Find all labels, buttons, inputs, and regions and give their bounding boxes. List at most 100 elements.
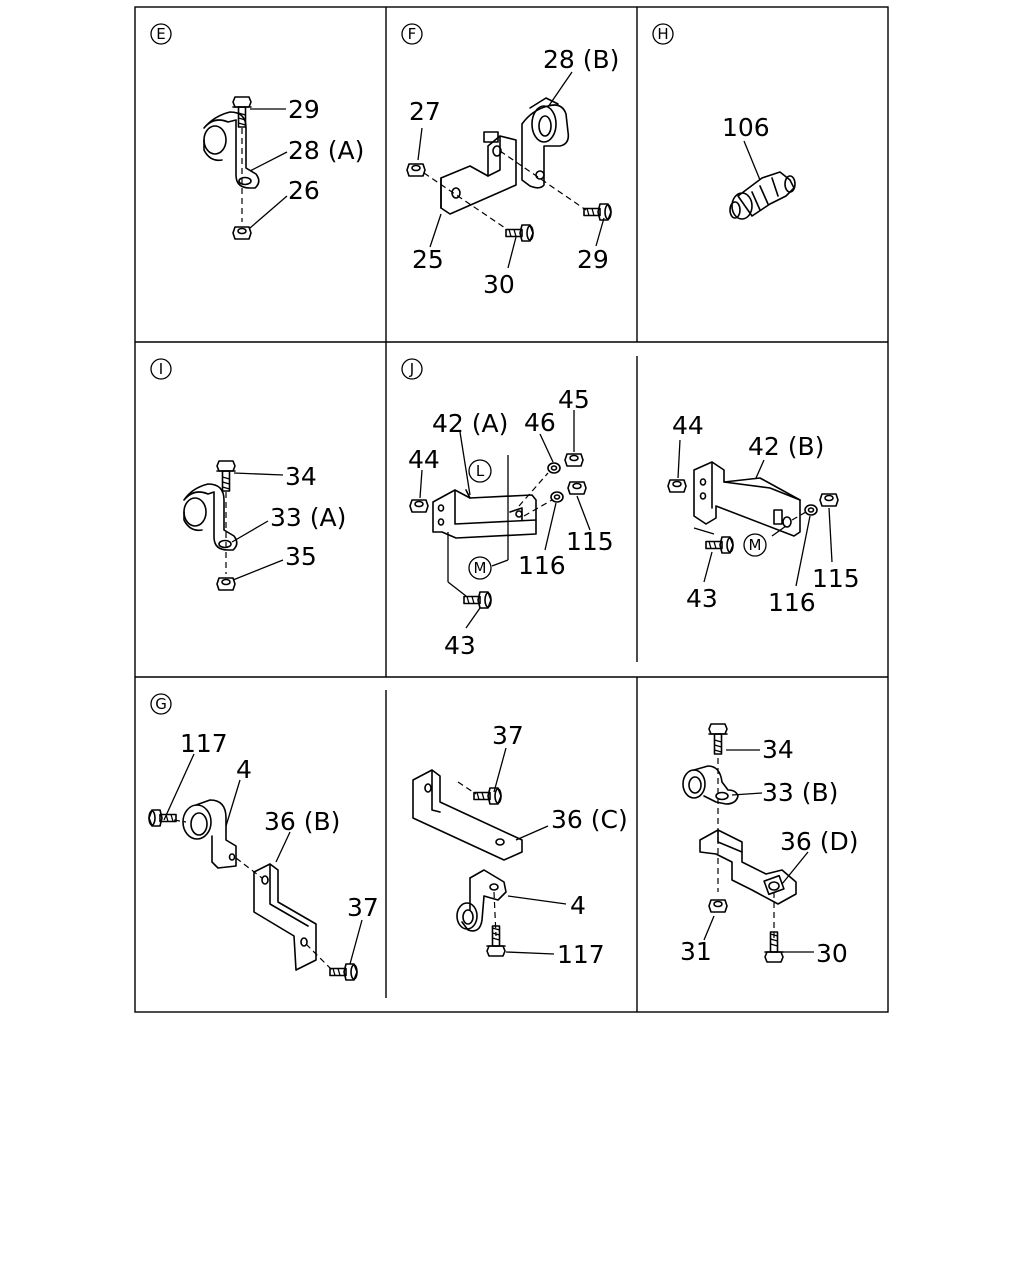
label-115-j2: 115 bbox=[812, 564, 860, 593]
svg-text:L: L bbox=[476, 462, 485, 480]
bracket-36d bbox=[699, 829, 797, 905]
panel-marker-f: F bbox=[401, 23, 423, 45]
clip-4-g2 bbox=[456, 869, 507, 932]
bracket-25 bbox=[440, 131, 517, 215]
label-26: 26 bbox=[288, 176, 320, 205]
ref-marker-m2: M bbox=[743, 533, 767, 557]
label-44-j: 44 bbox=[408, 445, 440, 474]
nut-31 bbox=[708, 899, 728, 913]
washer-116-j2 bbox=[804, 504, 818, 516]
label-117-g2: 117 bbox=[557, 940, 605, 969]
ref-marker-l: L bbox=[468, 459, 492, 483]
panel-g: G 117 4 36 (B) 37 bbox=[148, 693, 379, 981]
label-34-g3: 34 bbox=[762, 735, 794, 764]
fitting-106 bbox=[729, 171, 796, 220]
bolt-30 bbox=[505, 224, 534, 242]
label-45: 45 bbox=[558, 385, 590, 414]
nut-115-j bbox=[567, 481, 587, 495]
label-117-g: 117 bbox=[180, 729, 228, 758]
label-37-g2: 37 bbox=[492, 721, 524, 750]
bolt-43-j2 bbox=[705, 536, 734, 554]
label-34: 34 bbox=[285, 462, 317, 491]
panel-j: J L M bbox=[401, 358, 614, 660]
washer-116-j bbox=[550, 491, 564, 503]
label-4-g2: 4 bbox=[570, 891, 586, 920]
nut-44-j bbox=[409, 499, 429, 513]
label-33a: 33 (A) bbox=[270, 503, 346, 532]
label-29: 29 bbox=[288, 95, 320, 124]
svg-text:G: G bbox=[155, 695, 167, 713]
nut-35 bbox=[216, 577, 236, 591]
svg-text:M: M bbox=[749, 536, 762, 554]
washer-46 bbox=[547, 462, 561, 474]
bolt-34 bbox=[216, 460, 236, 492]
panel-j2: M 44 42 (B) 43 116 115 bbox=[667, 411, 860, 617]
label-33b: 33 (B) bbox=[762, 778, 838, 807]
panel-f: F 27 28 (B) 25 30 29 bbox=[401, 23, 619, 299]
label-29-f: 29 bbox=[577, 245, 609, 274]
panel-e: E 29 28 (A) 26 bbox=[150, 23, 364, 240]
label-36b: 36 (B) bbox=[264, 807, 340, 836]
panel-marker-j: J bbox=[401, 358, 423, 380]
svg-text:I: I bbox=[159, 360, 163, 378]
label-30: 30 bbox=[483, 270, 515, 299]
bracket-42b bbox=[693, 461, 801, 537]
bracket-36b bbox=[253, 863, 317, 971]
label-28a: 28 (A) bbox=[288, 136, 364, 165]
bolt-34-g3 bbox=[708, 723, 728, 755]
svg-text:M: M bbox=[474, 559, 487, 577]
clip-28b bbox=[521, 97, 570, 189]
label-115-j: 115 bbox=[566, 527, 614, 556]
panel-marker-i: I bbox=[150, 358, 172, 380]
panel-grid bbox=[134, 6, 889, 1013]
label-36d: 36 (D) bbox=[780, 827, 859, 856]
panel-i: I 34 33 (A) 35 bbox=[150, 358, 346, 591]
bolt-43-j bbox=[463, 591, 492, 609]
bolt-117-g bbox=[148, 809, 177, 827]
label-43-j2: 43 bbox=[686, 584, 718, 613]
bolt-37-g2 bbox=[473, 787, 502, 805]
label-116-j: 116 bbox=[518, 551, 566, 580]
label-106: 106 bbox=[722, 113, 770, 142]
ref-marker-m: M bbox=[468, 556, 492, 580]
label-30-g3: 30 bbox=[816, 939, 848, 968]
svg-text:F: F bbox=[408, 25, 417, 43]
label-46: 46 bbox=[524, 408, 556, 437]
panel-g2: 37 36 (C) 4 117 bbox=[412, 721, 628, 969]
label-4-g: 4 bbox=[236, 755, 252, 784]
clip-33a bbox=[183, 483, 238, 551]
label-37-g: 37 bbox=[347, 893, 379, 922]
clip-28a bbox=[203, 111, 260, 189]
bracket-42a bbox=[432, 489, 537, 539]
label-116-j2: 116 bbox=[768, 588, 816, 617]
bolt-117-g2 bbox=[486, 925, 506, 957]
bolt-37-g bbox=[329, 963, 358, 981]
label-27: 27 bbox=[409, 97, 441, 126]
label-42a: 42 (A) bbox=[432, 409, 508, 438]
nut-26 bbox=[232, 226, 252, 240]
label-43-j: 43 bbox=[444, 631, 476, 660]
panel-marker-e: E bbox=[150, 23, 172, 45]
clip-33b bbox=[682, 765, 739, 805]
nut-27 bbox=[406, 163, 426, 177]
bracket-36c bbox=[412, 769, 523, 861]
nut-45 bbox=[564, 453, 584, 467]
label-25: 25 bbox=[412, 245, 444, 274]
label-44-j2: 44 bbox=[672, 411, 704, 440]
panel-h: H 106 bbox=[652, 23, 796, 220]
label-28b: 28 (B) bbox=[543, 45, 619, 74]
svg-text:E: E bbox=[156, 25, 165, 43]
nut-44-j2 bbox=[667, 479, 687, 493]
panel-g3: 34 33 (B) 36 (D) 31 30 bbox=[680, 723, 859, 968]
label-35: 35 bbox=[285, 542, 317, 571]
nut-115-j2 bbox=[819, 493, 839, 507]
panel-marker-h: H bbox=[652, 23, 674, 45]
label-42b: 42 (B) bbox=[748, 432, 824, 461]
label-31: 31 bbox=[680, 937, 712, 966]
svg-text:H: H bbox=[657, 25, 668, 43]
label-36c: 36 (C) bbox=[551, 805, 628, 834]
clip-4-g bbox=[182, 799, 237, 869]
svg-text:J: J bbox=[409, 360, 414, 378]
panel-marker-g: G bbox=[150, 693, 172, 715]
